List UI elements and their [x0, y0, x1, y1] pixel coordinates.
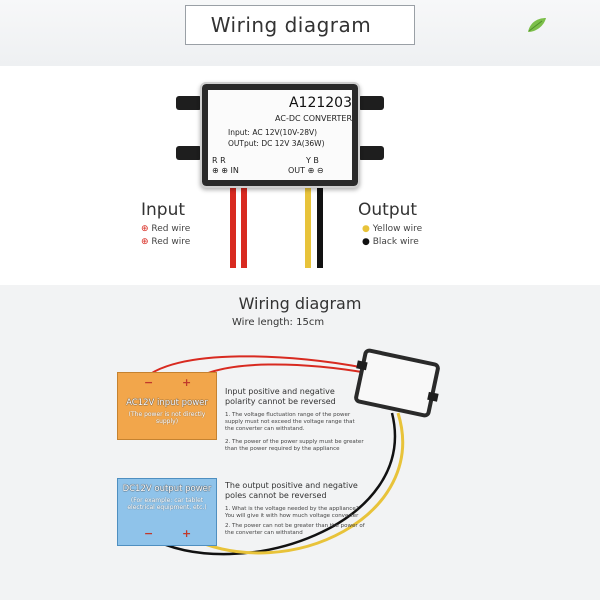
output-notes-point-1: 1. What is the voltage needed by the app…	[225, 506, 359, 520]
input-notes-point-1: 1. The voltage fluctuation range of the …	[225, 412, 355, 432]
input-notes-point-2: 2. The power of the power supply must be…	[225, 438, 364, 452]
wire-length-label: Wire length: 15cm	[232, 317, 325, 328]
output-yellow-wire	[189, 412, 405, 555]
ac-input-power-box: − + AC12V input power (The power is not …	[117, 372, 217, 440]
title-box: Wiring diagram	[185, 5, 546, 45]
red-wire-1	[230, 186, 236, 268]
bottom-panel: Wiring diagram Wire length: 15cm − + AC1…	[0, 285, 600, 600]
converter-input-spec: Input: AC 12V(10V-28V)	[228, 128, 318, 137]
mounting-flange-right-bottom	[358, 146, 384, 160]
converter-module-small	[354, 348, 440, 418]
input-red-wire-a	[139, 355, 366, 384]
input-box-note: (The power is not directly supply)	[128, 411, 206, 426]
plus-sign: +	[182, 376, 192, 389]
input-title: Input	[141, 200, 186, 220]
output-box-note: (For example: car tablet electrical equi…	[127, 497, 207, 512]
converter-model: A121203	[288, 95, 352, 111]
mounting-flange-right-top	[358, 96, 384, 110]
mounting-flange-left-top	[176, 96, 202, 110]
input-terminal-label: ⊕ ⊕ IN	[212, 166, 239, 175]
input-notes-heading: Input positive and negative polarity can…	[225, 387, 336, 406]
mounting-flange-left-bottom	[176, 146, 202, 160]
red-wire-2	[241, 186, 247, 268]
converter-output-spec: OUTput: DC 12V 3A(36W)	[228, 139, 325, 148]
plus-circle-icon: ⊕	[141, 224, 149, 234]
converter-type: AC-DC CONVERTER	[275, 114, 352, 123]
output-terminal-label: OUT ⊕ ⊖	[288, 166, 324, 175]
output-notes-heading: The output positive and negative poles c…	[225, 481, 358, 500]
plus-sign: +	[182, 527, 192, 540]
output-wire-label: Yellow wire	[372, 224, 423, 234]
output-polarity-letters: Y B	[306, 156, 319, 165]
minus-sign: −	[144, 527, 154, 540]
output-box-title: DC12V output power	[122, 484, 212, 494]
top-panel: Wiring diagram A121203 AC-DC CONVERTER I…	[0, 0, 600, 285]
dc-output-power-box: DC12V output power (For example: car tab…	[117, 478, 217, 546]
input-polarity-letters: R R	[212, 156, 226, 165]
input-wire-label: Red wire	[151, 224, 191, 234]
wiring-lines	[139, 348, 440, 556]
output-black-wire	[149, 412, 396, 556]
output-wire-label: Black wire	[372, 237, 419, 247]
input-notes: Input positive and negative polarity can…	[225, 387, 365, 453]
converter-module: A121203 AC-DC CONVERTER Input: AC 12V(10…	[200, 82, 360, 188]
input-wire-item-2: ⊕ Red wire	[141, 237, 190, 247]
yellow-dot-icon: ●	[362, 224, 370, 234]
output-wire-item-1: ● Yellow wire	[362, 224, 422, 234]
wiring-diagram-title: Wiring diagram	[238, 294, 362, 313]
output-notes: The output positive and negative poles c…	[225, 481, 365, 537]
input-box-title: AC12V input power	[126, 398, 208, 408]
minus-sign: −	[144, 376, 154, 389]
output-title: Output	[358, 200, 418, 220]
output-notes-point-2: 2. The power can not be greater than the…	[225, 522, 365, 536]
input-wire-label: Red wire	[151, 237, 191, 247]
input-wire-item-1: ⊕ Red wire	[141, 224, 190, 234]
black-dot-icon: ●	[362, 237, 370, 247]
output-wire-item-2: ● Black wire	[362, 237, 419, 247]
yellow-wire	[305, 186, 311, 268]
leaf-icon	[528, 18, 546, 32]
plus-circle-icon: ⊕	[141, 237, 149, 247]
diagram-title: Wiring diagram	[210, 13, 372, 37]
black-wire	[317, 186, 323, 268]
